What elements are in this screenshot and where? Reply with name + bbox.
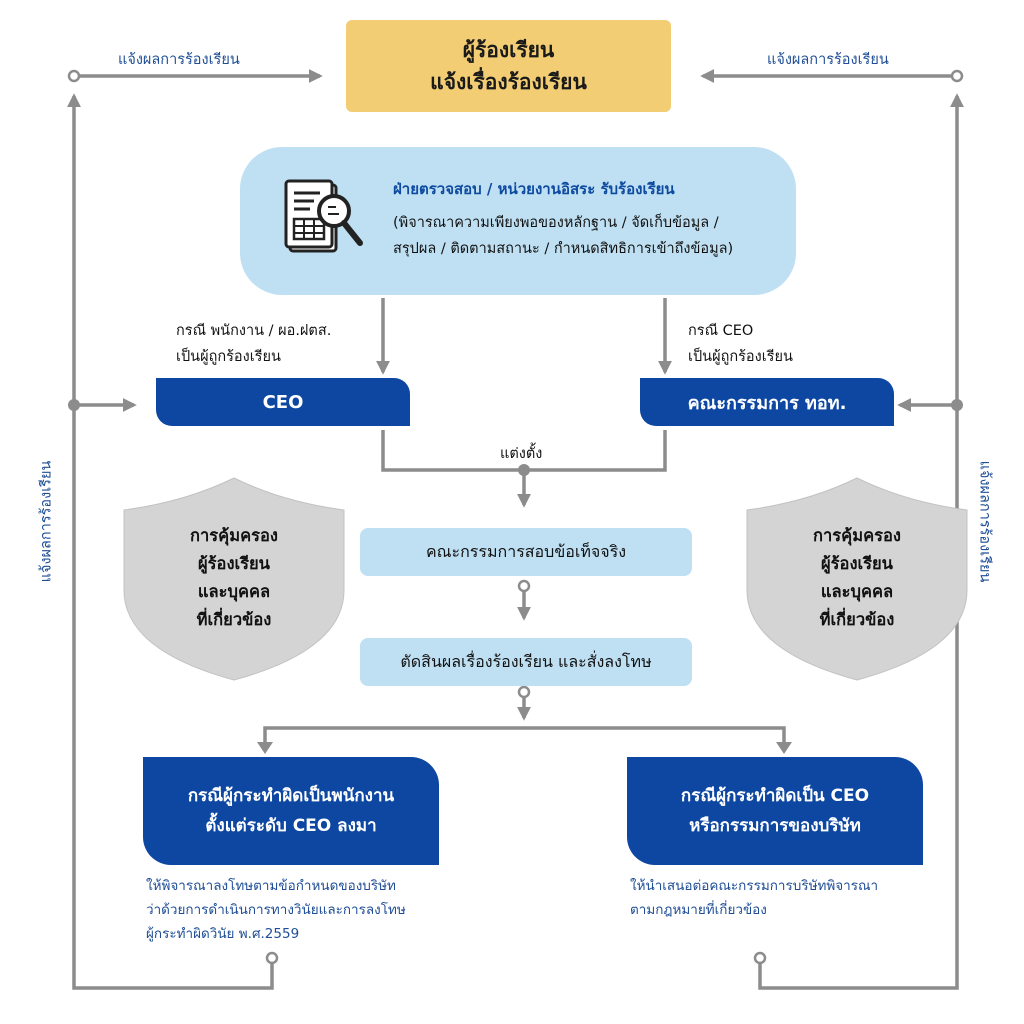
shield-right [746,477,968,681]
decision-box: ตัดสินผลเรื่องร้องเรียน และสั่งลงโทษ [360,638,692,686]
split-line [263,726,786,748]
audit-intake-box: ฝ่ายตรวจสอบ / หน่วยงานอิสระ รับร้องเรียน… [240,147,796,295]
left-junction-dot [68,399,80,411]
split-arrowhead-right [776,742,792,754]
board-box: คณะกรรมการ ทอท. [640,378,894,426]
intake-description: (พิจารณาความเพียงพอของหลักฐาน / จัดเก็บข… [393,210,733,262]
shield-right-line4: ที่เกี่ยวข้อง [819,610,895,629]
complainant-box: ผู้ร้องเรียน แจ้งเรื่องร้องเรียน [346,20,671,112]
notify-left-start-dot [67,69,81,83]
executive-case-line1: กรณีผู้กระทำผิดเป็น CEO [680,786,870,806]
document-search-icon [284,179,363,253]
employee-case-line2: ตั้งแต่ระดับ CEO ลงมา [205,816,377,836]
executive-offender-box: กรณีผู้กระทำผิดเป็น CEO หรือกรรมการของบร… [627,757,923,865]
case-employee-line2: เป็นผู้ถูกร้องเรียน [176,349,281,365]
employee-note-line1: ให้พิจารณาลงโทษตามข้อกำหนดของบริษัท [146,878,396,894]
executive-case-line2: หรือกรรมการของบริษัท [689,816,861,836]
notify-right-start-dot [950,69,964,83]
executive-note-dot [753,951,767,965]
employee-note-dot [265,951,279,965]
left-feedback-loop [67,93,274,990]
case-employee-line1: กรณี พนักงาน / ผอ.ฝตส. [176,323,332,339]
employee-case-line1: กรณีผู้กระทำผิดเป็นพนักงาน [187,786,395,806]
intake-desc-line2: สรุปผล / ติดตามสถานะ / กำหนดสิทธิการเข้า… [393,241,734,257]
notify-label-top-left: แจ้งผลการร้องเรียน [118,52,240,68]
complainant-line1: ผู้ร้องเรียน [462,38,555,62]
fact-out-dot [517,579,531,593]
split-arrowhead-left [257,742,273,754]
fact-finding-committee-box: คณะกรรมการสอบข้อเท็จจริง [360,528,692,576]
case-employee-label: กรณี พนักงาน / ผอ.ฝตส. เป็นผู้ถูกร้องเรี… [176,318,331,370]
shield-left-text: การคุ้มครอง ผู้ร้องเรียน และบุคคล ที่เกี… [144,522,324,634]
shield-right-line1: การคุ้มครอง [813,526,901,545]
employee-note-line2: ว่าด้วยการดำเนินการทางวินัยและการลงโทษ [146,902,406,918]
case-ceo-line2: เป็นผู้ถูกร้องเรียน [688,349,793,365]
shield-right-line2: ผู้ร้องเรียน [821,554,893,573]
case-ceo-line1: กรณี CEO [688,323,754,339]
notify-label-top-right: แจ้งผลการร้องเรียน [767,52,889,68]
shield-right-text: การคุ้มครอง ผู้ร้องเรียน และบุคคล ที่เกี… [767,522,947,634]
shield-left [123,477,345,681]
employee-note: ให้พิจารณาลงโทษตามข้อกำหนดของบริษัท ว่าด… [146,874,406,946]
employee-note-line3: ผู้กระทำผิดวินัย พ.ศ.2559 [146,926,300,942]
notify-label-left-vertical: แจ้งผลการร้องเรียน [38,460,55,583]
executive-note: ให้นำเสนอต่อคณะกรรมการบริษัทพิจารณา ตามก… [630,874,878,922]
shield-right-line3: และบุคคล [820,582,894,601]
shield-left-line1: การคุ้มครอง [190,526,278,545]
notify-label-right-vertical: แจ้งผลการร้องเรียน [976,460,993,583]
shield-left-line4: ที่เกี่ยวข้อง [196,610,272,629]
employee-offender-box: กรณีผู้กระทำผิดเป็นพนักงาน ตั้งแต่ระดับ … [143,757,439,865]
ceo-box: CEO [156,378,410,426]
executive-note-line2: ตามกฎหมายที่เกี่ยวข้อง [630,902,767,918]
appoint-label: แต่งตั้ง [500,446,543,462]
intake-desc-line1: (พิจารณาความเพียงพอของหลักฐาน / จัดเก็บข… [393,215,719,231]
shield-left-line2: ผู้ร้องเรียน [198,554,270,573]
complainant-line2: แจ้งเรื่องร้องเรียน [430,70,587,94]
executive-note-line1: ให้นำเสนอต่อคณะกรรมการบริษัทพิจารณา [630,878,879,894]
decision-out-dot [517,685,531,699]
right-junction-dot [951,399,963,411]
shield-left-line3: และบุคคล [197,582,271,601]
appoint-junction-dot [518,464,530,476]
case-ceo-label: กรณี CEO เป็นผู้ถูกร้องเรียน [688,318,793,370]
intake-title: ฝ่ายตรวจสอบ / หน่วยงานอิสระ รับร้องเรียน [393,180,675,198]
